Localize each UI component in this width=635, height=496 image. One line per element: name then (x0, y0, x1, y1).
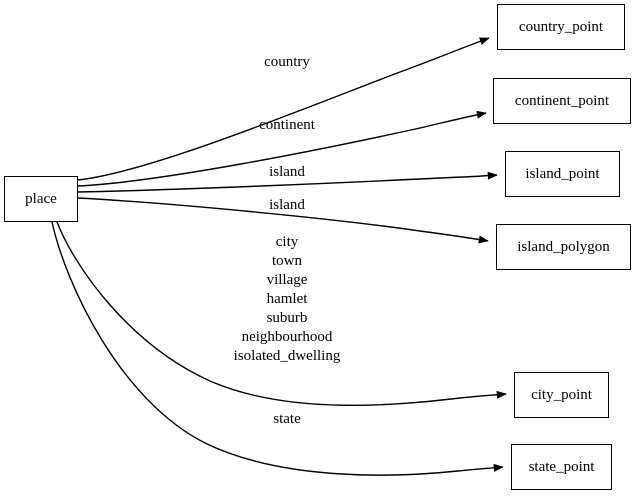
node-city_point[interactable]: city_point (514, 372, 609, 418)
edge-label-island-polygon: island (269, 197, 305, 213)
edge-label-state: state (273, 411, 301, 427)
edge-place-to-city_point (56, 221, 507, 407)
edge-place-to-island_point (77, 171, 498, 193)
node-island_point-label: island_point (525, 165, 600, 182)
edge-label-continent: continent (259, 117, 315, 133)
node-island_polygon-label: island_polygon (517, 238, 610, 255)
node-country_point-label: country_point (518, 18, 604, 35)
node-city_point-label: city_point (531, 386, 592, 403)
node-state_point-label: state_point (528, 458, 595, 475)
node-place[interactable]: place (4, 176, 78, 222)
edge-label-country: country (264, 54, 310, 70)
node-country_point[interactable]: country_point (497, 4, 625, 50)
edge-label-island-point: island (269, 164, 305, 180)
node-state_point[interactable]: state_point (511, 444, 612, 490)
edge-label-city-point: city town village hamlet suburb neighbou… (233, 234, 341, 364)
node-island_polygon[interactable]: island_polygon (496, 224, 631, 270)
node-continent_point[interactable]: continent_point (493, 78, 631, 124)
edge-place-to-continent_point (77, 110, 487, 187)
edge-place-to-country_point (77, 37, 490, 181)
node-continent_point-label: continent_point (514, 92, 610, 109)
node-island_point[interactable]: island_point (505, 151, 620, 197)
edge-place-to-state_point (51, 221, 504, 476)
node-place-label: place (25, 190, 57, 207)
edge-place-to-island_polygon (77, 197, 489, 244)
